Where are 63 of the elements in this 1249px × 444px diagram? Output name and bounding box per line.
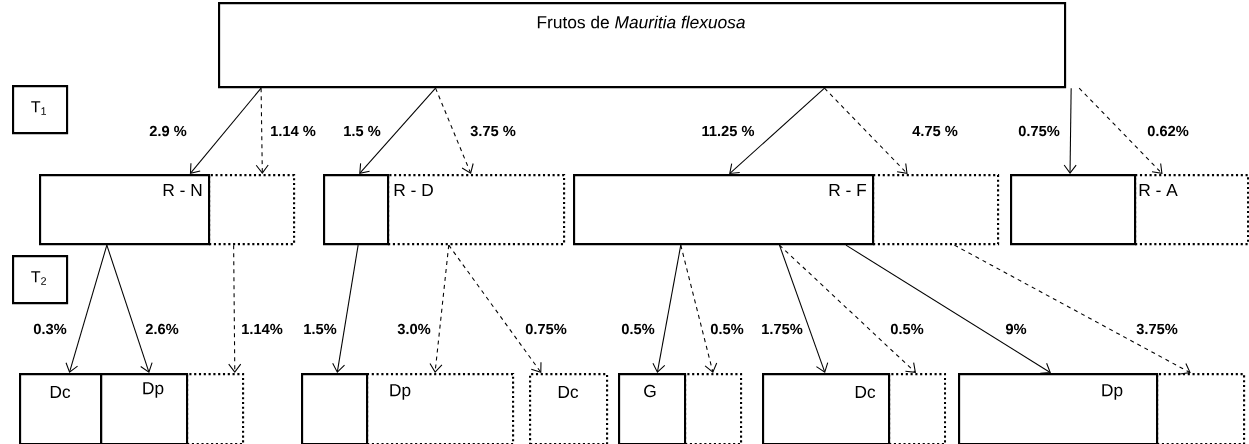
edge-label: 0.5% xyxy=(708,322,746,336)
arrow xyxy=(228,244,242,373)
residue-box: Dc xyxy=(529,373,609,444)
period-box: T$_{2}$ xyxy=(12,255,69,305)
arrow xyxy=(1078,87,1163,174)
residue-box: Dp xyxy=(958,373,1159,444)
edge-label: 2.6% xyxy=(143,322,181,336)
arrow xyxy=(845,244,1051,374)
edge-label: 1.75% xyxy=(759,322,805,336)
arrow xyxy=(332,244,359,373)
edge-label: 3.75% xyxy=(1134,322,1180,336)
arrow xyxy=(429,244,450,373)
edge-label: 9% xyxy=(1004,322,1028,336)
empty-box xyxy=(888,373,947,444)
arrow xyxy=(448,244,542,373)
empty-box xyxy=(323,174,390,246)
arrow xyxy=(106,244,153,373)
edge-label: 0.3% xyxy=(31,322,69,336)
arrow xyxy=(359,87,437,174)
edge-label: 1.5 % xyxy=(341,124,383,138)
period-box: T$_{1}$ xyxy=(12,85,69,135)
empty-box xyxy=(208,174,296,246)
residue-box: R - N xyxy=(39,174,211,246)
edge-label: 1.14% xyxy=(239,322,285,336)
empty-box xyxy=(186,373,245,444)
arrow xyxy=(189,87,262,174)
fruit-box: Frutos de Mauritia flexuosa xyxy=(218,2,1067,89)
arrow xyxy=(1063,87,1077,174)
arrow xyxy=(435,87,474,174)
empty-box xyxy=(684,373,743,444)
edge-label: 2.9 % xyxy=(147,124,189,138)
edge-label: 3.75 % xyxy=(468,124,518,138)
arrow xyxy=(823,87,908,174)
edge-label: 0.75% xyxy=(1016,124,1062,138)
edge-label: 0.5% xyxy=(619,322,657,336)
arrow xyxy=(680,244,718,373)
empty-box xyxy=(301,373,369,444)
residue-box: Dc xyxy=(762,373,891,444)
edge-label: 0.75% xyxy=(523,322,569,336)
arrow xyxy=(778,244,917,373)
residue-box: R - D xyxy=(387,174,566,246)
edge-label: 0.62% xyxy=(1145,124,1191,138)
arrow xyxy=(778,244,829,373)
arrow xyxy=(729,87,826,174)
edge-label: 11.25 % xyxy=(700,124,756,138)
edge-label: 4.75 % xyxy=(910,124,960,138)
edge-label: 3.0% xyxy=(395,322,433,336)
residue-box: R - F xyxy=(573,174,875,246)
empty-box xyxy=(1156,373,1246,444)
empty-box xyxy=(872,174,1000,246)
residue-box: Dp xyxy=(100,373,189,444)
residue-box: Dc xyxy=(19,373,103,444)
residue-box: Dp xyxy=(366,373,515,444)
edge-label: 0.5% xyxy=(888,322,926,336)
residue-box: R - A xyxy=(1134,174,1249,246)
edge-label: 1.5% xyxy=(301,322,339,336)
edge-label: 1.14 % xyxy=(268,124,318,138)
arrow xyxy=(65,244,108,373)
empty-box xyxy=(1010,174,1137,246)
arrow xyxy=(255,87,269,174)
arrow xyxy=(953,244,1191,375)
arrow xyxy=(652,244,682,373)
residue-box: G xyxy=(618,373,687,444)
